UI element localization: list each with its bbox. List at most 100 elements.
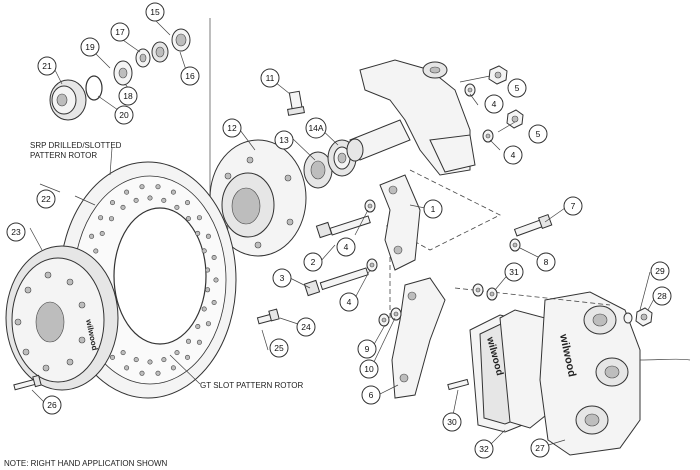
brake-caliper xyxy=(539,291,641,456)
outer-bearing xyxy=(151,41,169,63)
application-note: NOTE: RIGHT HAND APPLICATION SHOWN xyxy=(4,459,168,468)
caliper-stud xyxy=(447,378,470,391)
svg-text:23: 23 xyxy=(11,227,21,237)
washer xyxy=(364,199,376,213)
bleeder-screw xyxy=(635,307,653,327)
drill-hole xyxy=(161,197,167,203)
drill-hole xyxy=(170,365,176,371)
drill-hole xyxy=(185,354,191,360)
drill-hole xyxy=(155,184,161,190)
svg-text:11: 11 xyxy=(266,73,275,83)
callout-30: 30 xyxy=(442,412,462,432)
bracket-bolt xyxy=(303,267,369,297)
drill-hole xyxy=(110,354,116,360)
hub-dust-cap xyxy=(49,79,87,121)
drill-hole xyxy=(186,338,192,344)
washer xyxy=(472,283,484,297)
inner-bearing xyxy=(303,151,333,189)
svg-text:32: 32 xyxy=(479,444,489,454)
drill-hole xyxy=(147,359,153,365)
svg-text:20: 20 xyxy=(119,110,129,120)
svg-text:3: 3 xyxy=(280,273,285,283)
svg-text:1: 1 xyxy=(431,204,436,214)
drill-hole xyxy=(185,200,191,206)
callout-20: 20 xyxy=(114,105,134,125)
drill-hole xyxy=(133,357,139,363)
svg-text:4: 4 xyxy=(492,99,497,109)
callout-9: 9 xyxy=(357,339,377,359)
nut xyxy=(506,109,524,129)
svg-text:2: 2 xyxy=(311,257,316,267)
mounting-plate xyxy=(391,277,446,399)
drill-hole xyxy=(170,189,176,195)
callout-2: 2 xyxy=(303,252,323,272)
washer xyxy=(464,83,476,97)
svg-text:15: 15 xyxy=(150,7,160,17)
callout-22: 22 xyxy=(36,189,56,209)
svg-text:4: 4 xyxy=(511,150,516,160)
washer xyxy=(378,313,390,327)
caliper-bracket xyxy=(379,174,421,271)
svg-text:14A: 14A xyxy=(308,123,323,133)
svg-text:5: 5 xyxy=(515,83,520,93)
svg-text:5: 5 xyxy=(536,129,541,139)
callout-4: 4 xyxy=(339,292,359,312)
callout-5: 5 xyxy=(528,124,548,144)
callout-17: 17 xyxy=(110,22,130,42)
srp-rotor-label: PATTERN ROTOR xyxy=(30,151,97,160)
callout-26: 26 xyxy=(42,395,62,415)
washer xyxy=(390,307,402,321)
drill-hole xyxy=(211,255,217,261)
bearing-race xyxy=(171,28,191,52)
callout-14a: 14A xyxy=(305,117,327,139)
drill-hole xyxy=(133,197,139,203)
callout-10: 10 xyxy=(359,359,379,379)
drill-hole xyxy=(205,287,211,293)
drill-hole xyxy=(110,200,116,206)
drill-hole xyxy=(201,248,207,254)
svg-text:22: 22 xyxy=(41,194,51,204)
callout-6: 6 xyxy=(361,385,381,405)
callout-23: 23 xyxy=(6,222,26,242)
callout-4: 4 xyxy=(484,94,504,114)
drill-hole xyxy=(196,215,202,221)
spindle xyxy=(346,59,476,176)
drill-hole xyxy=(147,195,153,201)
spindle-nut xyxy=(113,60,133,86)
callout-4: 4 xyxy=(503,145,523,165)
svg-text:13: 13 xyxy=(279,135,289,145)
svg-text:24: 24 xyxy=(301,322,311,332)
drill-hole xyxy=(174,350,180,356)
svg-text:27: 27 xyxy=(535,443,545,453)
washer xyxy=(482,129,494,143)
callout-13: 13 xyxy=(274,130,294,150)
nut xyxy=(488,65,508,85)
drill-hole xyxy=(155,370,161,376)
callout-8: 8 xyxy=(536,252,556,272)
svg-text:6: 6 xyxy=(369,390,374,400)
callout-15: 15 xyxy=(145,2,165,22)
o-ring xyxy=(85,75,103,101)
caliper-bolt xyxy=(513,213,553,237)
svg-text:19: 19 xyxy=(85,42,95,52)
svg-text:7: 7 xyxy=(571,201,576,211)
callout-1: 1 xyxy=(423,199,443,219)
drill-hole xyxy=(205,233,211,239)
callout-3: 3 xyxy=(272,268,292,288)
drill-hole xyxy=(124,189,130,195)
drill-hole xyxy=(139,370,145,376)
gt-rotor-label: GT SLOT PATTERN ROTOR xyxy=(200,381,303,390)
callout-16: 16 xyxy=(180,66,200,86)
drill-hole xyxy=(89,233,95,239)
callout-19: 19 xyxy=(80,37,100,57)
drill-hole xyxy=(120,350,126,356)
svg-text:30: 30 xyxy=(447,417,457,427)
callout-7: 7 xyxy=(563,196,583,216)
callout-29: 29 xyxy=(650,261,670,281)
callout-21: 21 xyxy=(37,56,57,76)
drill-hole xyxy=(201,306,207,312)
hub xyxy=(209,139,307,257)
drill-hole xyxy=(161,357,167,363)
